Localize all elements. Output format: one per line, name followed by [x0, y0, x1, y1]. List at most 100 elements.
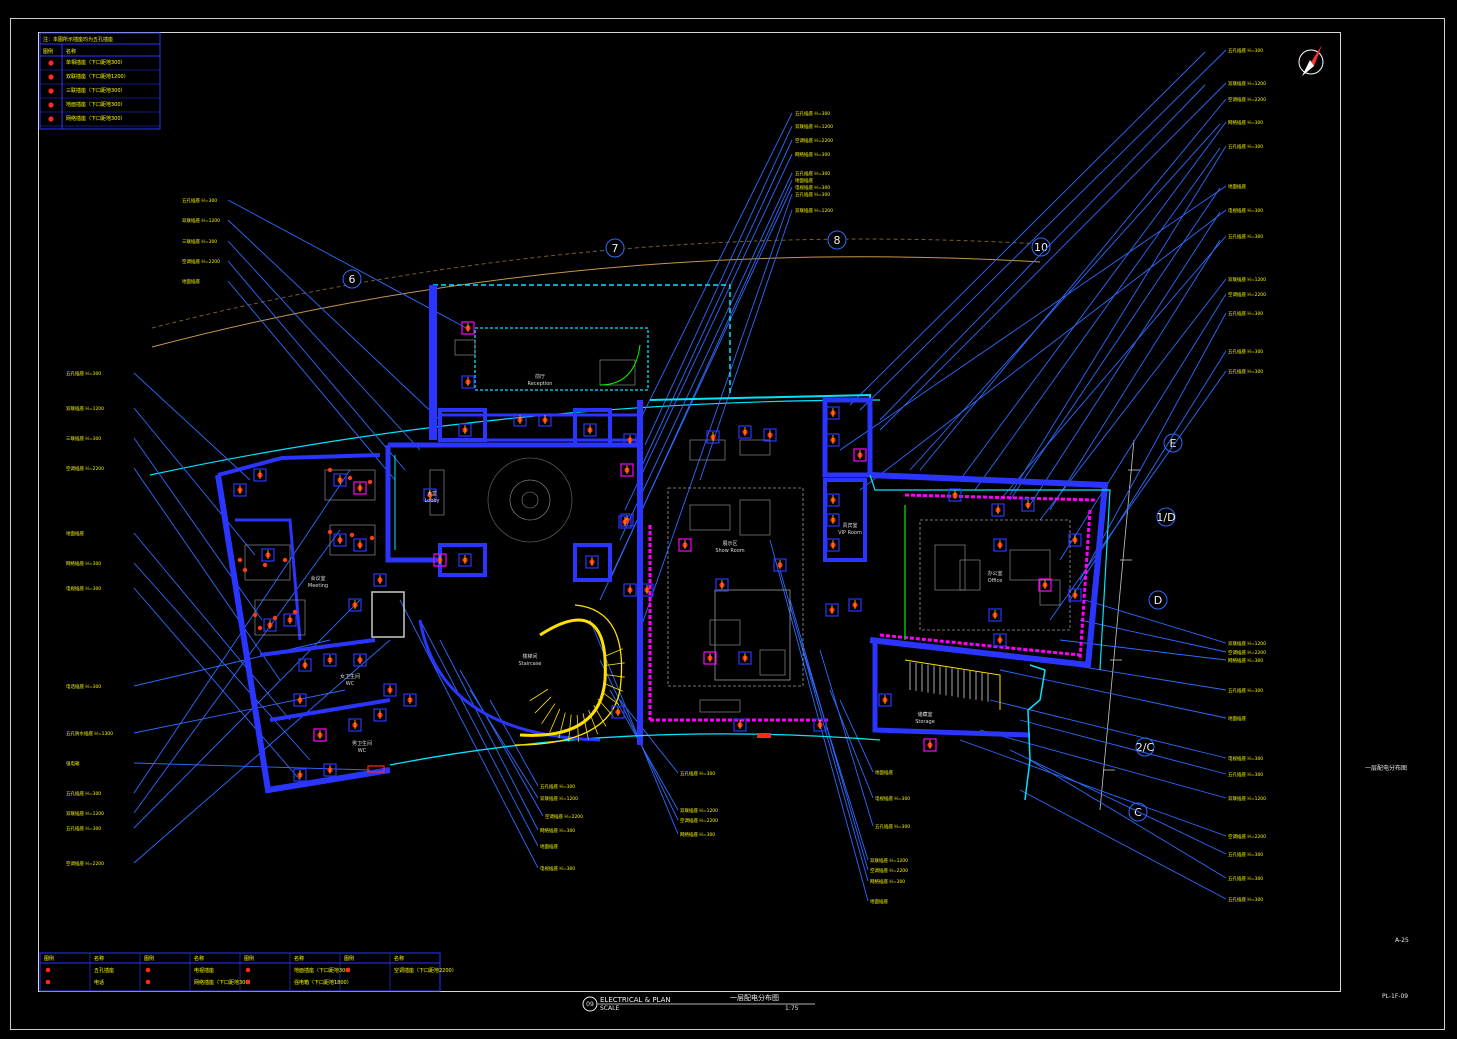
electrical-fixture-icon	[763, 428, 777, 442]
svg-text:Lobby: Lobby	[424, 498, 439, 504]
callout-right-label: 五孔插座 H=300	[1228, 368, 1263, 375]
room-label-showroom: 展示区	[722, 541, 737, 547]
drawing-title-zh: 一层配电分布图	[730, 993, 779, 1002]
callout-left-label: 地面插座	[66, 530, 84, 537]
electrical-fixture-icon	[738, 651, 752, 665]
building-walls	[215, 284, 1111, 801]
callout-bottom-label: 网络插座 H=300	[870, 878, 905, 885]
grid-bubble-10: 10	[1031, 237, 1051, 257]
electrical-fixture-icon	[461, 375, 475, 389]
callout-bottom-label: 地面插座	[870, 898, 888, 905]
room-labels: 前厅 Reception 大堂 Lobby 展示区 Show Room 办公室 …	[308, 373, 1003, 754]
leader-line-diagonal	[909, 123, 1221, 471]
electrical-fixture-icon	[1068, 533, 1082, 547]
callout-right-label: 网络插座 H=300	[1228, 657, 1263, 664]
callout-right-label: 五孔插座 H=300	[1228, 233, 1263, 240]
dimension-line-right	[1099, 439, 1140, 811]
callout-top-label: 五孔插座 H=300	[182, 197, 217, 204]
callout-right-label: 电视插座 H=300	[1228, 755, 1263, 762]
room-label-office: 办公室	[987, 570, 1002, 577]
electrical-fixture-icon	[1038, 578, 1052, 592]
electrical-fixture-icon	[1068, 588, 1082, 602]
svg-text:2/C: 2/C	[1136, 741, 1155, 754]
grid-bubble-d: D	[1148, 590, 1168, 610]
callout-top-label: 空调插座 H=2200	[182, 258, 220, 265]
leader-line-center	[644, 125, 793, 446]
leader-line-bottom	[459, 669, 544, 817]
socket-icon	[48, 116, 54, 122]
leader-line-left	[133, 529, 341, 814]
leader-line-left	[133, 689, 346, 734]
legend-top-title: 注：本图所示插座均为五孔插座	[43, 36, 113, 43]
room-label-toilet-f: 女卫生间	[340, 673, 360, 680]
svg-text:单相插座（下口距地300）: 单相插座（下口距地300）	[66, 59, 126, 66]
grid-bubble-7: 7	[605, 238, 625, 258]
leader-line-right	[999, 235, 1227, 501]
electrical-fixture-icon	[733, 718, 747, 732]
lobby-floor-medallion	[487, 457, 573, 543]
drawing-outer-frame	[10, 18, 1445, 1030]
electrical-fixture-icon	[825, 603, 839, 617]
callout-bottom-label: 地面插座	[875, 769, 893, 776]
callout-left-label: 三联插座 H=300	[66, 435, 101, 442]
callout-right-label: 五孔插座 H=300	[1228, 348, 1263, 355]
electrical-fixture-icon	[993, 633, 1007, 647]
electrical-fixture-icon	[233, 483, 247, 497]
electrical-fixture-icon	[283, 613, 297, 627]
legend-symbol-icon	[245, 967, 251, 973]
electrical-fixture-icon	[538, 413, 552, 427]
leader-line-bottom	[619, 699, 679, 774]
callout-left-label: 电话插座 H=300	[66, 683, 101, 690]
callout-center-label: 电视插座 H=300	[795, 184, 830, 191]
electrical-fixture-icon	[993, 538, 1007, 552]
room-label-reception: 前厅	[535, 373, 545, 380]
leader-line-diagonal	[974, 147, 1221, 491]
callout-right-label: 地面插座	[1228, 715, 1246, 722]
callouts-right: 五孔插座 H=300 双联插座 H=1200 空调插座 H=2200 网络插座 H=3…	[1228, 47, 1266, 903]
callout-right-label: 空调插座 H=2200	[1228, 291, 1266, 298]
electrical-fixture-icon	[333, 533, 347, 547]
svg-text:名称: 名称	[66, 48, 76, 55]
electrical-fixture-icon	[826, 513, 840, 527]
svg-text:图例: 图例	[144, 955, 154, 962]
electrical-fixture-icon	[826, 538, 840, 552]
leader-line-right	[1049, 370, 1227, 621]
leader-line-left	[133, 467, 281, 681]
small-mark: A-25	[1395, 937, 1409, 944]
socket-icon	[237, 557, 243, 563]
leader-line-bottom	[489, 699, 539, 787]
svg-text:WC: WC	[346, 681, 355, 687]
callout-right-label: 五孔插座 H=300	[1228, 875, 1263, 882]
leader-line-right	[999, 669, 1227, 719]
callout-right-label: 五孔插座 H=300	[1228, 687, 1263, 694]
legend-top-row: 单相插座（下口距地300）	[40, 59, 160, 71]
leader-line-right	[1079, 619, 1227, 653]
socket-icon	[327, 529, 333, 535]
svg-text:图例: 图例	[344, 955, 354, 962]
leader-line-right	[959, 121, 1227, 481]
panel-box-icon	[367, 765, 385, 773]
electrical-fixture-icon	[298, 658, 312, 672]
leader-line-right	[839, 185, 1227, 451]
callout-left-label: 强电箱	[66, 760, 80, 767]
electrical-fixture-icon	[611, 705, 625, 719]
callout-bottom-label: 五孔插座 H=300	[540, 783, 575, 790]
callout-right-label: 双联插座 H=1200	[1228, 80, 1266, 87]
electrical-fixture-icon	[1021, 498, 1035, 512]
electrical-fixture-icon	[706, 430, 720, 444]
svg-text:名称: 名称	[394, 955, 404, 962]
callout-center-label: 五孔插座 H=300	[795, 191, 830, 198]
legend-symbol-icon	[145, 967, 151, 973]
electrical-fixture-icon	[461, 321, 475, 335]
callout-center-label: 地面插座	[795, 177, 813, 184]
socket-icon	[367, 479, 373, 485]
leader-line-bottom	[399, 599, 539, 869]
svg-text:VIP Room: VIP Room	[838, 530, 862, 536]
legend-symbol-icon	[245, 979, 251, 985]
electrical-fixture-icon	[585, 555, 599, 569]
callout-center-label: 网络插座 H=300	[795, 151, 830, 158]
furniture-outlines	[244, 339, 1061, 713]
socket-icon	[369, 535, 375, 541]
callout-right-label: 五孔插座 H=300	[1228, 896, 1263, 903]
callout-center-label: 五孔插座 H=300	[795, 110, 830, 117]
